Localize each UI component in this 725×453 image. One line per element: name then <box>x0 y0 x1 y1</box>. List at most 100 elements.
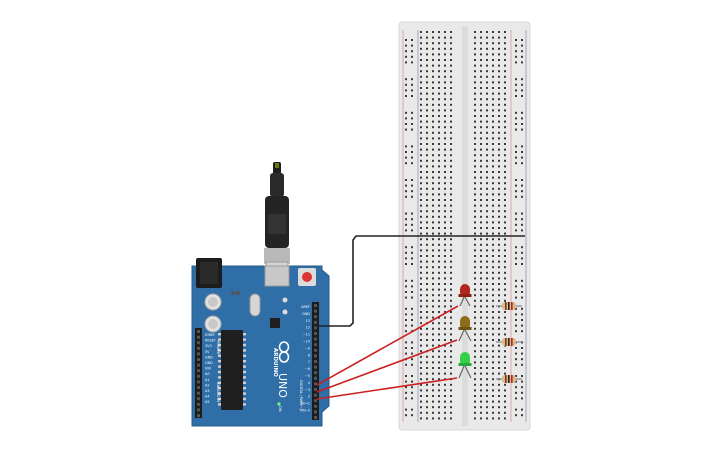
breadboard-hole <box>420 339 422 341</box>
breadboard-hole <box>426 64 428 67</box>
breadboard-hole <box>450 31 452 33</box>
breadboard[interactable] <box>398 21 531 431</box>
breadboard-hole <box>498 283 500 285</box>
resistor-1[interactable] <box>496 302 522 310</box>
header-pin[interactable] <box>197 369 200 373</box>
arduino-uno-board[interactable]: ARDUINO UNO ON POWER ANALOG IN DIGITAL (… <box>191 258 330 427</box>
breadboard-hole <box>480 232 482 235</box>
breadboard-hole <box>426 36 428 39</box>
breadboard-hole <box>420 120 422 123</box>
reset-button[interactable] <box>302 272 312 282</box>
breadboard-hole <box>426 75 428 78</box>
breadboard-hole <box>432 299 434 302</box>
signal-wire-3[interactable] <box>316 377 458 400</box>
breadboard-hole <box>420 294 422 297</box>
breadboard-hole <box>480 75 482 78</box>
header-pin[interactable] <box>197 391 200 395</box>
header-pin[interactable] <box>314 376 317 380</box>
breadboard-hole <box>420 36 422 39</box>
header-pin[interactable] <box>314 388 317 391</box>
breadboard-hole <box>420 322 422 325</box>
breadboard-hole <box>486 311 488 313</box>
header-pin[interactable] <box>314 354 317 358</box>
header-pin[interactable] <box>197 397 200 401</box>
header-pin[interactable] <box>314 332 317 335</box>
header-pin[interactable] <box>197 335 200 339</box>
breadboard-hole <box>432 75 434 78</box>
header-pin[interactable] <box>314 337 317 341</box>
header-pin[interactable] <box>314 326 317 330</box>
breadboard-hole <box>438 143 440 145</box>
header-pin[interactable] <box>197 380 200 384</box>
header-pin[interactable] <box>314 365 317 369</box>
breadboard-hole <box>444 137 446 140</box>
breadboard-hole <box>438 305 440 308</box>
rail-hole <box>521 352 523 355</box>
breadboard-hole <box>498 406 500 409</box>
header-pin[interactable] <box>197 363 200 367</box>
breadboard-hole <box>498 322 500 325</box>
breadboard-hole <box>498 327 500 330</box>
header-pin[interactable] <box>314 343 317 347</box>
breadboard-hole <box>450 227 452 229</box>
header-pin[interactable] <box>314 309 317 313</box>
header-pin[interactable] <box>197 414 200 417</box>
breadboard-hole <box>450 238 452 241</box>
rail-hole <box>515 212 517 215</box>
breadboard-hole <box>504 283 506 285</box>
breadboard-hole <box>486 255 488 257</box>
header-pin[interactable] <box>314 399 317 403</box>
header-pin[interactable] <box>314 404 317 408</box>
header-pin[interactable] <box>197 352 200 356</box>
breadboard-hole <box>486 182 488 185</box>
header-pin[interactable] <box>197 330 200 333</box>
header-pin[interactable] <box>314 416 317 419</box>
breadboard-hole <box>480 159 482 162</box>
header-pin[interactable] <box>314 304 317 307</box>
header-pin[interactable] <box>197 402 200 406</box>
breadboard-hole <box>426 154 428 157</box>
breadboard-hole <box>420 126 422 129</box>
chip-pin <box>243 365 246 368</box>
rail-hole <box>411 246 413 249</box>
breadboard-hole <box>438 378 440 381</box>
breadboard-hole <box>450 266 452 269</box>
header-pin[interactable] <box>314 348 317 352</box>
header-pin[interactable] <box>314 360 317 363</box>
breadboard-hole <box>450 411 452 414</box>
header-pin[interactable] <box>197 374 200 378</box>
header-pin[interactable] <box>314 393 317 397</box>
header-pin[interactable] <box>197 341 200 345</box>
resistor-3[interactable] <box>496 375 522 383</box>
header-pin[interactable] <box>314 371 317 375</box>
header-pin[interactable] <box>314 410 317 414</box>
breadboard-hole <box>450 243 452 246</box>
header-pin[interactable] <box>197 408 200 412</box>
signal-wire-1[interactable] <box>316 305 459 386</box>
header-pin[interactable] <box>314 320 317 324</box>
gnd-wire[interactable] <box>317 235 525 327</box>
signal-wire-2[interactable] <box>316 339 458 393</box>
header-pin[interactable] <box>197 346 200 350</box>
breadboard-hole <box>498 199 500 201</box>
header-pin[interactable] <box>314 315 317 319</box>
rail-hole <box>515 39 517 41</box>
green-led[interactable] <box>458 352 472 379</box>
breadboard-hole <box>480 238 482 241</box>
breadboard-hole <box>450 131 452 134</box>
header-pin[interactable] <box>197 386 200 389</box>
breadboard-hole <box>504 260 506 263</box>
breadboard-hole <box>438 36 440 39</box>
breadboard-hole <box>474 372 476 375</box>
breadboard-hole <box>426 182 428 185</box>
rail-hole <box>405 319 407 321</box>
breadboard-hole <box>486 395 488 397</box>
microcontroller-chip <box>221 330 243 410</box>
header-pin[interactable] <box>197 358 200 361</box>
header-pin[interactable] <box>314 382 317 386</box>
resistor-2[interactable] <box>496 338 522 346</box>
yellow-led[interactable] <box>458 316 472 342</box>
red-led[interactable] <box>458 284 472 307</box>
breadboard-hole <box>474 131 476 134</box>
chip-pin <box>243 360 246 363</box>
